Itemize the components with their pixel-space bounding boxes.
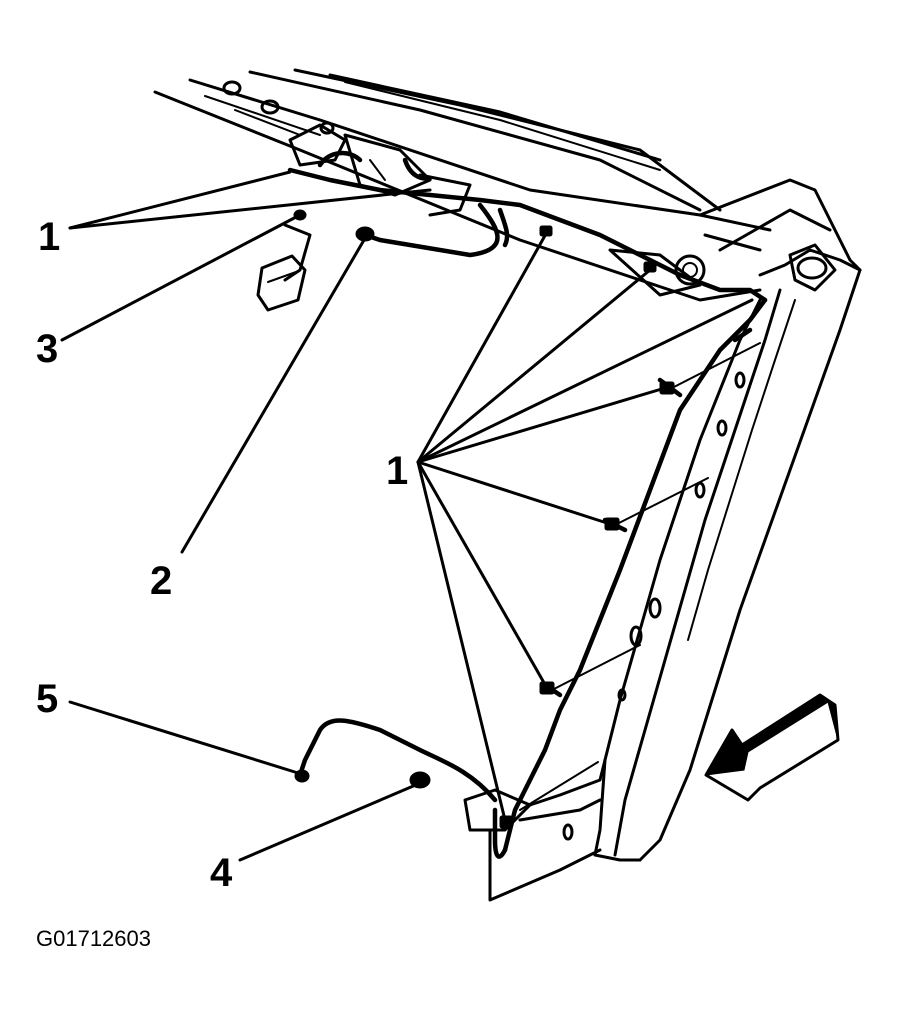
- callout-5: 5: [36, 677, 58, 721]
- wiring-harness: [287, 150, 768, 859]
- callout-3: 3: [36, 327, 58, 371]
- callout-1-middle: 1: [386, 449, 408, 493]
- roof-header-panel: [153, 68, 862, 312]
- lower-sill-panel: [463, 758, 607, 902]
- figure-id: G01712603: [36, 926, 151, 951]
- callout-2: 2: [150, 559, 172, 603]
- clip: [643, 261, 657, 273]
- clip: [499, 815, 513, 829]
- direction-arrow-icon: [704, 693, 840, 802]
- body-pillar: [562, 243, 862, 862]
- callout-1-top: 1: [38, 215, 60, 259]
- callout-4: 4: [210, 851, 233, 895]
- leader-lines: [60, 170, 761, 862]
- connectors: [293, 209, 675, 829]
